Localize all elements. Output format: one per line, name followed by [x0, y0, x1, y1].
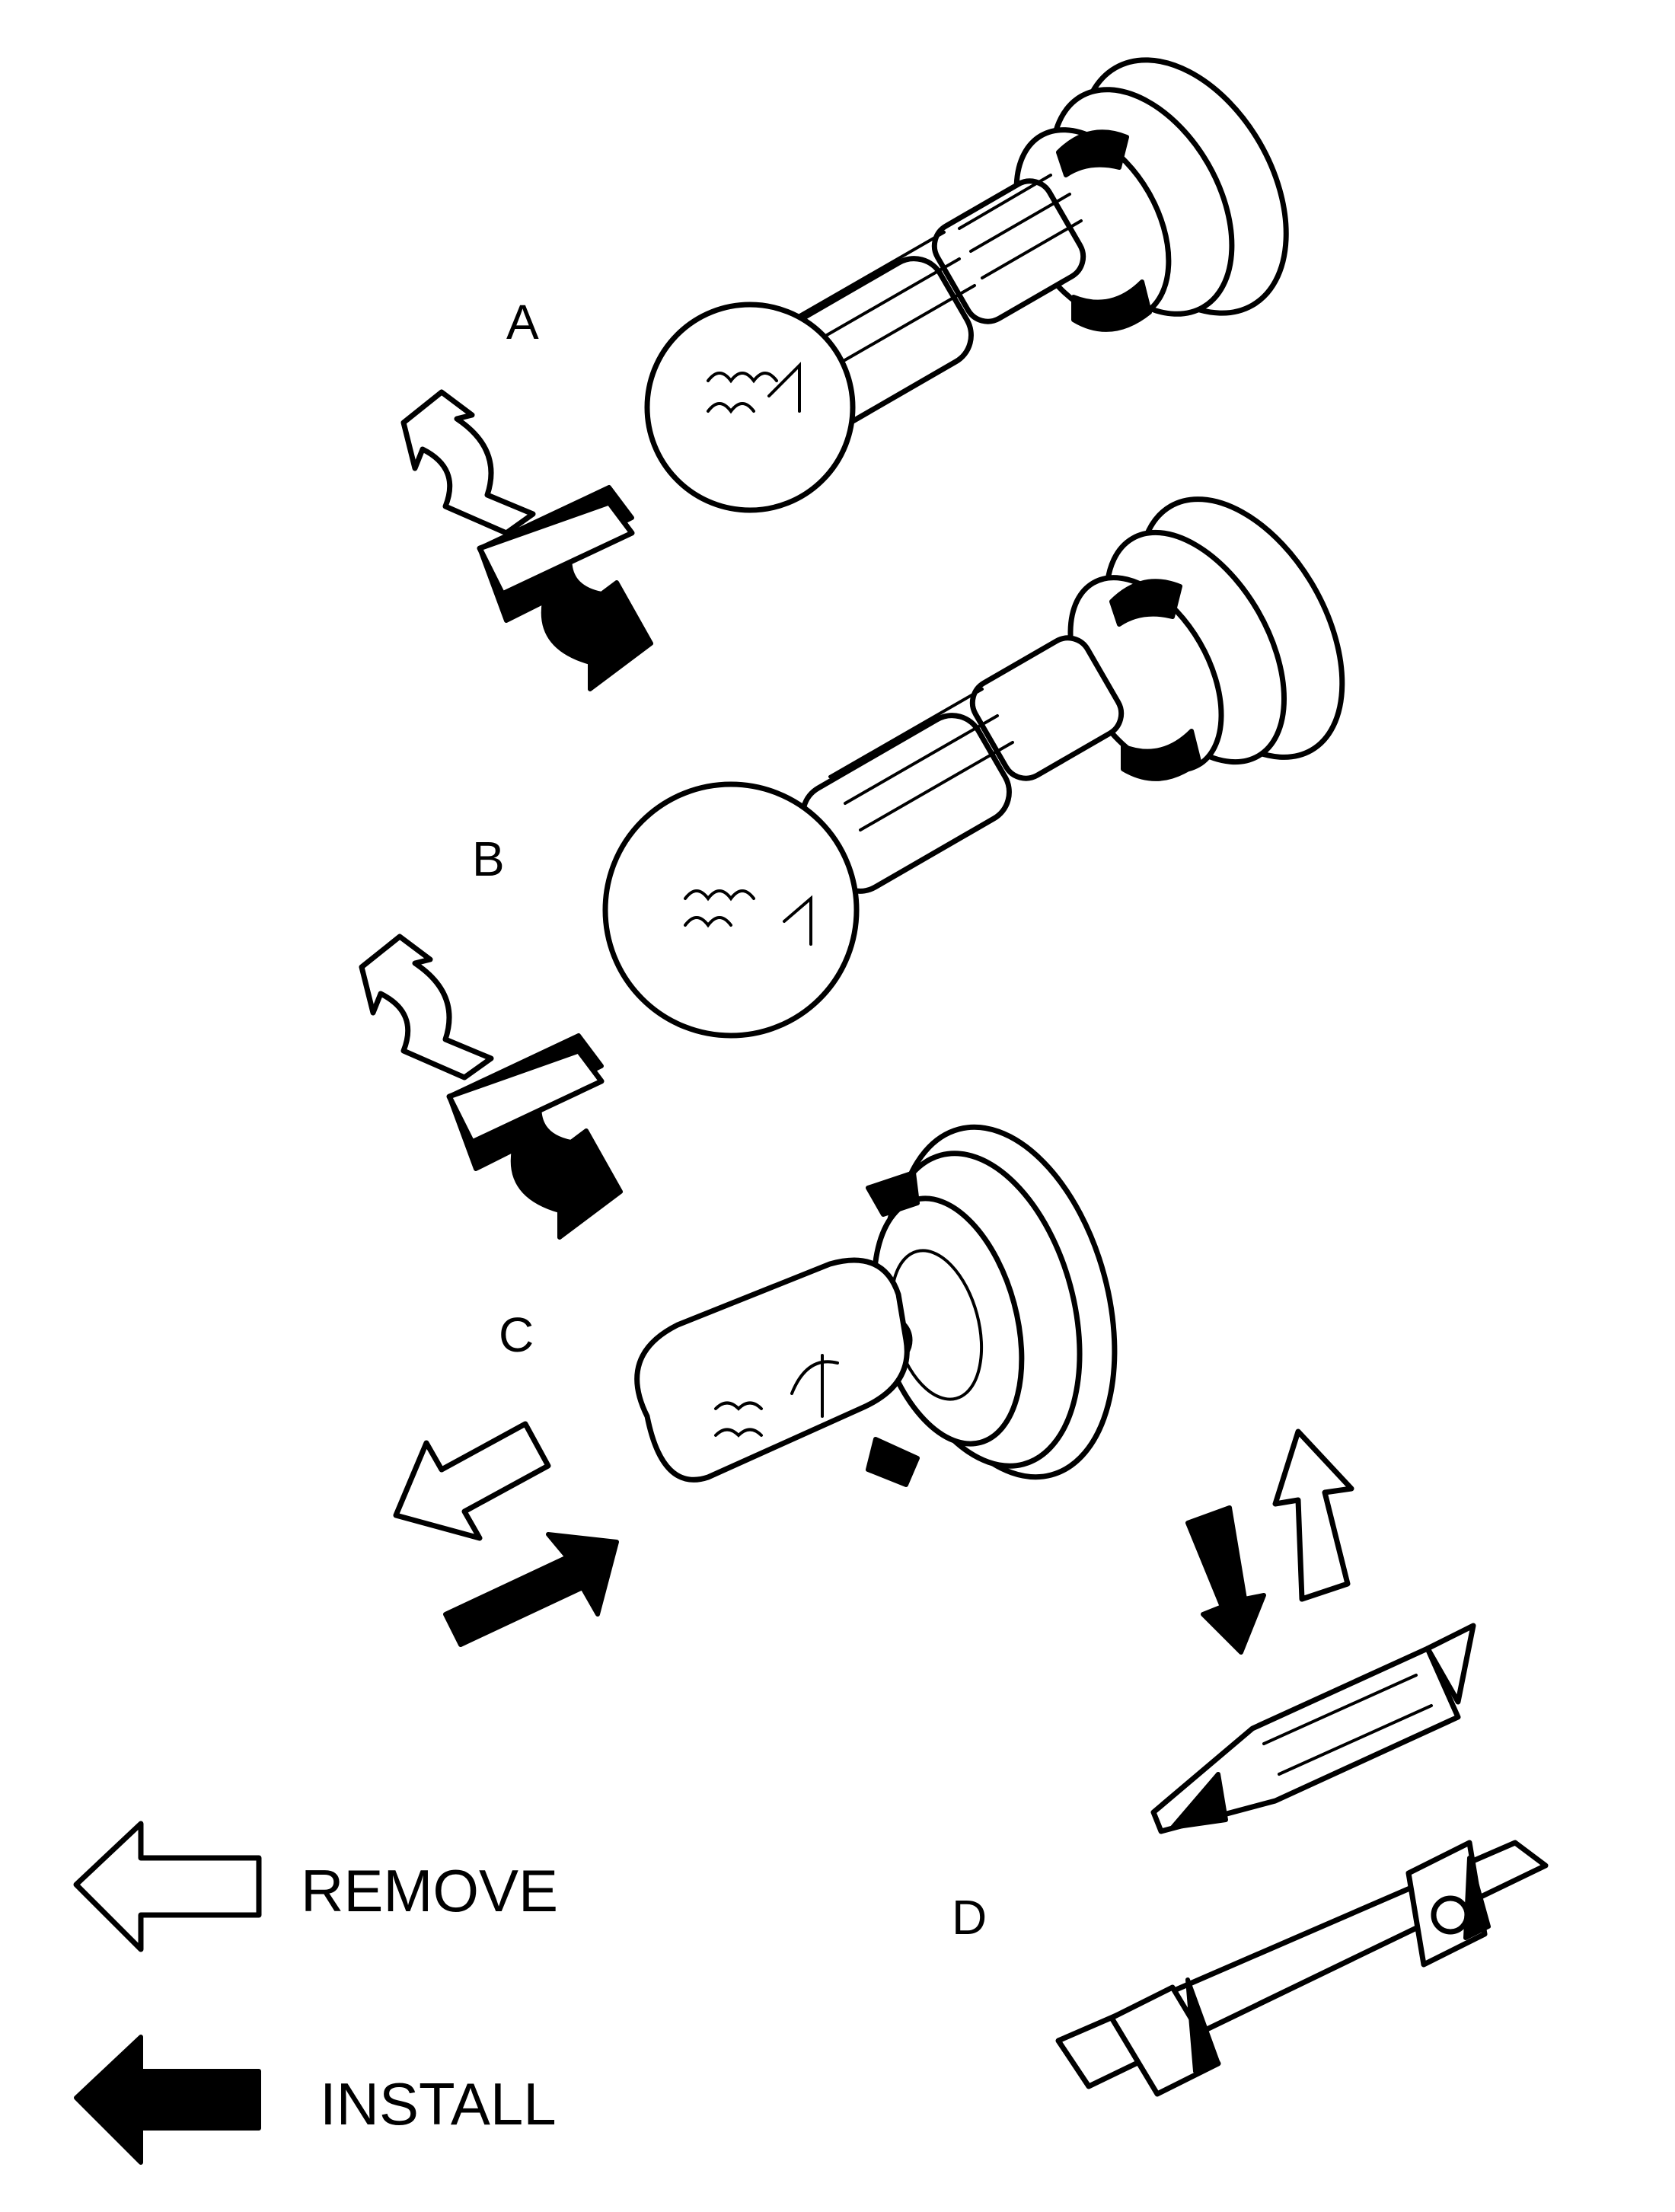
socket-a [931, 57, 1289, 332]
bulb-assembly-b [602, 496, 1345, 1039]
twist-remove-arrow-b [359, 934, 494, 1080]
legend-remove: REMOVE [73, 1821, 558, 1952]
label-a: A [506, 295, 539, 350]
legend-remove-label: REMOVE [301, 1857, 558, 1924]
legend-install: INSTALL [74, 2035, 557, 2165]
twist-install-arrow-a [477, 485, 653, 691]
fuse-bulb-d [1150, 1623, 1476, 1834]
up-remove-arrow-d [1272, 1428, 1354, 1602]
label-c: C [499, 1307, 534, 1362]
label-d: D [952, 1890, 987, 1945]
pull-remove-arrow-c [393, 1421, 551, 1541]
label-b: B [472, 831, 505, 886]
legend-install-label: INSTALL [320, 2070, 557, 2137]
twist-remove-arrow-a [400, 389, 536, 536]
bulb-assembly-c [634, 1124, 1118, 1487]
bulb-a [644, 231, 976, 513]
twist-install-arrow-b [446, 1033, 623, 1240]
bulb-b [602, 688, 1014, 1039]
down-install-arrow-d [1185, 1505, 1266, 1655]
socket-b [969, 496, 1345, 781]
fuse-holder-d [1055, 1840, 1549, 2097]
bulb-c [634, 1257, 910, 1483]
socket-c [861, 1124, 1118, 1487]
solid-arrow-icon [74, 2035, 261, 2165]
outline-arrow-icon [73, 1821, 262, 1952]
bulb-assembly-a [644, 57, 1289, 513]
push-install-arrow-c [443, 1532, 619, 1647]
